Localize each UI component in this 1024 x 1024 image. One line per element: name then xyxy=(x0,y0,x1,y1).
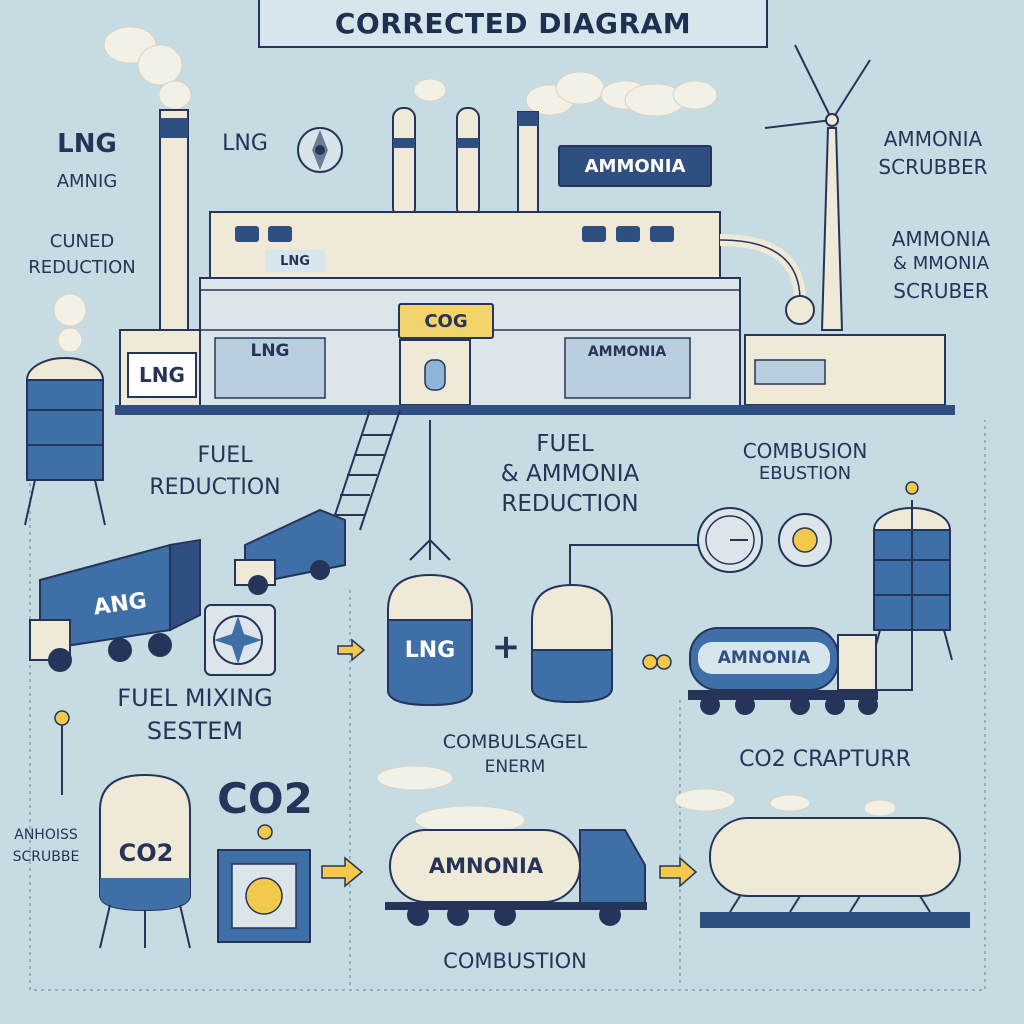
label-co2-big: CO2 xyxy=(217,774,313,823)
factory-chimneys xyxy=(392,107,539,219)
label-combusion-2: EBUSTION xyxy=(758,463,852,484)
smoke-clouds xyxy=(53,26,897,817)
label-cuned-reduction-2: REDUCTION xyxy=(28,257,136,278)
label-combulsagel-1: COMBULSAGEL xyxy=(442,731,588,753)
flow-arrows xyxy=(321,638,698,888)
label-fuel-reduction-2: REDUCTION xyxy=(149,475,281,500)
small-truck xyxy=(234,508,346,595)
lng-box-sign: LNG xyxy=(127,352,197,398)
label-combusion-1: COMBUSION xyxy=(742,439,868,463)
tank-lng-sign: LNG xyxy=(404,637,456,663)
label-anhoiss-2: SCRUBBE xyxy=(12,849,80,865)
ammonia-tank xyxy=(531,583,613,704)
label-plus: + xyxy=(491,627,521,667)
lng-tank xyxy=(387,573,473,707)
label-ammonia-scrubber-2: SCRUBBER xyxy=(878,155,988,179)
left-silo xyxy=(24,357,106,526)
valve-icon xyxy=(257,824,273,840)
co2-tank xyxy=(99,773,191,949)
factory-lng-small-sign: LNG xyxy=(265,250,325,272)
label-lng-top-left: LNG xyxy=(57,129,117,159)
factory-cog-sign: COG xyxy=(398,303,494,339)
gauges xyxy=(697,507,832,573)
label-combulsagel-2: ENERM xyxy=(484,757,546,777)
label-ammonia-mmonia-2: & MMONIA xyxy=(892,253,990,274)
label-fuel-mixing-2: SESTEM xyxy=(146,717,244,745)
factory-building xyxy=(115,127,955,415)
label-lng-top-center: LNG xyxy=(222,131,268,156)
label-fuel-ammonia-3: REDUCTION xyxy=(501,491,639,517)
co2-tank-sign: CO2 xyxy=(118,839,174,867)
diagram-title: CORRECTED DIAGRAM xyxy=(334,6,692,40)
label-lng-top-left-sub: AMNIG xyxy=(56,171,118,192)
stairs xyxy=(329,409,401,531)
capture-tank xyxy=(700,817,970,928)
label-fuel-mixing-1: FUEL MIXING xyxy=(117,684,273,712)
label-anhoiss-1: ANHOISS xyxy=(14,827,78,843)
label-combustion-bottom: COMBUSTION xyxy=(443,949,587,973)
scrubber-box xyxy=(217,849,311,943)
label-cuned-reduction-1: CUNED xyxy=(49,231,115,252)
label-fuel-ammonia-2: & AMMONIA xyxy=(500,461,640,487)
label-fuel-reduction-1: FUEL xyxy=(197,443,253,468)
label-ammonia-mmonia-1: AMMONIA xyxy=(891,227,991,251)
fan-unit xyxy=(204,604,276,676)
valve-icon xyxy=(54,710,70,726)
truck-amnonia-sign: AMNONIA xyxy=(698,642,830,674)
factory-lng-panel-sign: LNG xyxy=(250,341,290,361)
wind-turbine xyxy=(764,44,871,331)
factory-ammonia-sign: AMMONIA xyxy=(558,145,712,187)
section-dividers xyxy=(29,420,986,991)
label-co2-craptur: CO2 CRAPTURR xyxy=(739,747,911,772)
label-ammonia-scrubber-1: AMMONIA xyxy=(883,127,983,151)
amnonia-truck-bottom xyxy=(385,805,647,926)
label-fuel-ammonia-1: FUEL xyxy=(536,431,594,457)
label-ammonia-mmonia-3: SCRUBER xyxy=(893,279,989,303)
factory-ammonia-panel-sign: AMMONIA xyxy=(587,344,667,360)
ang-truck xyxy=(29,538,201,672)
truck-amnonia-bottom-sign: AMNONIA xyxy=(428,854,544,878)
left-chimney xyxy=(159,109,189,341)
title-banner: CORRECTED DIAGRAM xyxy=(258,0,768,48)
